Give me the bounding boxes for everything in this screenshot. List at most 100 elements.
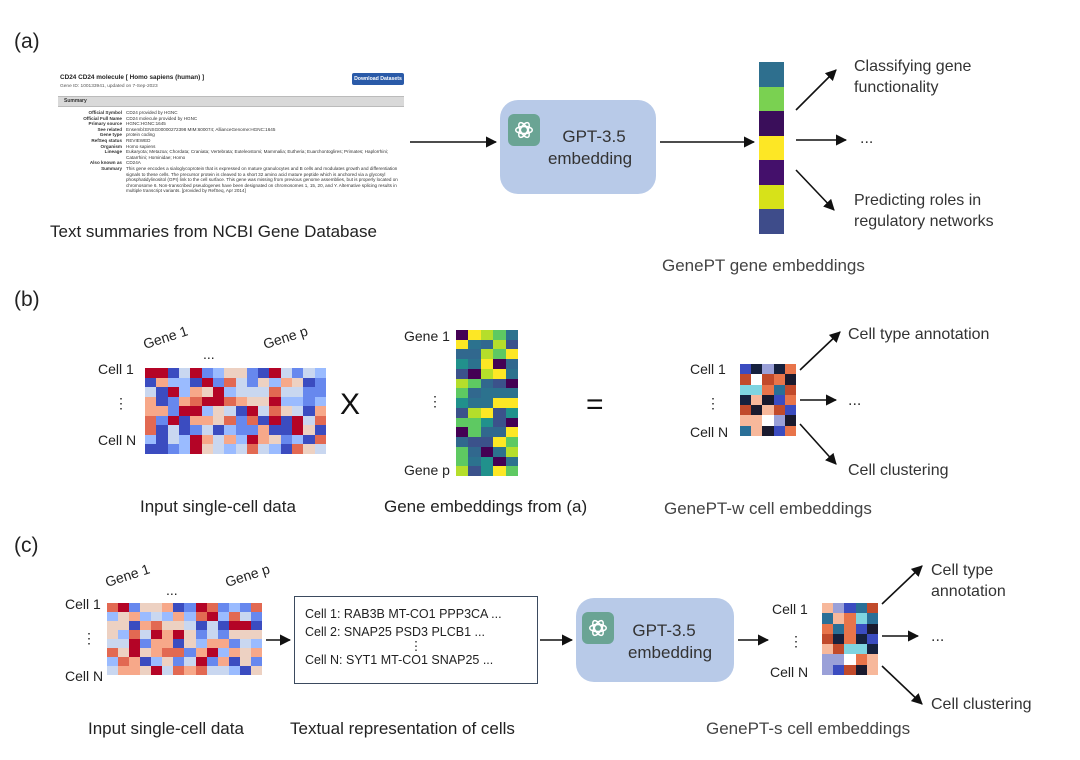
embedding-matrix-cell bbox=[505, 388, 518, 399]
matrix-cell bbox=[280, 415, 293, 426]
matrix-cell bbox=[195, 639, 207, 648]
caption-emb-b: Gene embeddings from (a) bbox=[384, 497, 588, 516]
cell-embedding-cell bbox=[822, 633, 834, 645]
matrix-cell bbox=[258, 425, 270, 435]
matrix-cell bbox=[258, 368, 270, 378]
cell-embedding-cell bbox=[751, 415, 763, 426]
embedding-matrix-cell bbox=[456, 330, 469, 340]
cell-embedding-cell bbox=[773, 364, 785, 375]
matrix-cell bbox=[107, 648, 119, 657]
gpt-label-line1-a: GPT-3.5 bbox=[562, 127, 626, 146]
matrix-cell bbox=[246, 415, 259, 426]
matrix-cell bbox=[156, 396, 168, 407]
matrix-cell bbox=[269, 387, 281, 397]
matrix-cell bbox=[246, 425, 259, 435]
cell-embedding-cell bbox=[773, 425, 785, 436]
arrow-emb-to-classify bbox=[795, 69, 837, 111]
ncbi-summary-bar[interactable]: Summary bbox=[58, 96, 404, 107]
matrix-cell bbox=[292, 434, 304, 445]
embedding-matrix-cell bbox=[505, 378, 518, 389]
cell-embedding-cell bbox=[751, 364, 763, 375]
ncbi-row-key: Organism bbox=[100, 143, 122, 149]
matrix-cell bbox=[314, 444, 326, 454]
matrix-cell bbox=[162, 612, 174, 621]
matrix-cell bbox=[269, 368, 281, 378]
matrix-cell bbox=[235, 425, 247, 435]
embedding-matrix-cell bbox=[493, 407, 506, 418]
gene-embedding-vector bbox=[759, 62, 784, 234]
embedding-matrix-cell bbox=[505, 456, 518, 467]
matrix-cell bbox=[145, 377, 157, 388]
ncbi-row-key: See related bbox=[97, 126, 122, 132]
gpt-label-line2-a: embedding bbox=[547, 149, 633, 168]
embedding-matrix-cell bbox=[468, 456, 481, 467]
output-clustering-c: Cell clustering bbox=[931, 696, 1032, 713]
matrix-cell bbox=[201, 415, 213, 426]
matrix-cell bbox=[167, 377, 179, 388]
cell-embedding-cell bbox=[866, 613, 878, 624]
embedding-matrix-cell bbox=[480, 378, 494, 389]
matrix-cell bbox=[269, 444, 281, 454]
matrix-cell bbox=[156, 434, 168, 445]
matrix-cell bbox=[235, 415, 247, 426]
matrix-cell bbox=[195, 612, 207, 621]
gpt-box-c: GPT-3.5 embedding bbox=[576, 598, 734, 682]
matrix-cell bbox=[201, 425, 213, 435]
cell-embedding-cell bbox=[740, 364, 752, 375]
matrix-cell bbox=[190, 396, 202, 407]
matrix-cell bbox=[280, 368, 293, 378]
matrix-cell bbox=[224, 377, 236, 388]
matrix-cell bbox=[235, 406, 247, 416]
matrix-cell bbox=[269, 406, 281, 416]
matrix-cell bbox=[178, 444, 191, 454]
cell-embedding-matrix-c bbox=[822, 603, 878, 675]
embedding-matrix-cell bbox=[480, 446, 494, 457]
matrix-cell bbox=[224, 444, 236, 454]
cell-1-label-b: Cell 1 bbox=[98, 361, 134, 377]
matrix-cell bbox=[145, 387, 157, 397]
download-datasets-button[interactable]: Download Datasets bbox=[352, 73, 404, 85]
embedding-matrix-cell bbox=[505, 330, 518, 340]
cell-embedding-cell bbox=[740, 394, 752, 406]
matrix-cell bbox=[292, 444, 304, 454]
cell-embedding-cell bbox=[844, 623, 856, 634]
matrix-cell bbox=[140, 648, 152, 657]
matrix-cell bbox=[173, 603, 185, 612]
matrix-cell bbox=[129, 639, 141, 648]
output-celltype-c: Cell type annotation bbox=[931, 562, 1006, 600]
output-dots-a: ... bbox=[860, 130, 874, 147]
output-dots-c: ... bbox=[931, 628, 945, 645]
matrix-cell bbox=[129, 603, 141, 612]
cell-embedding-cell bbox=[866, 644, 878, 655]
cell-embedding-cell bbox=[844, 644, 856, 655]
matrix-cell bbox=[217, 666, 229, 675]
matrix-cell bbox=[292, 368, 304, 378]
matrix-cell bbox=[224, 387, 236, 397]
matrix-cell bbox=[118, 612, 130, 621]
matrix-cell bbox=[156, 415, 168, 426]
matrix-cell bbox=[151, 612, 163, 621]
cell-embedding-cell bbox=[773, 415, 785, 426]
ncbi-row-value: Eukaryota; Metazoa; Chordata; Craniata; … bbox=[126, 149, 389, 160]
matrix-cell bbox=[162, 648, 174, 657]
matrix-cell bbox=[195, 603, 207, 612]
ncbi-summary-header: Summary bbox=[64, 98, 87, 104]
matrix-cell bbox=[129, 648, 141, 657]
embedding-matrix-cell bbox=[456, 349, 469, 360]
matrix-cell bbox=[314, 406, 326, 416]
embedding-cell bbox=[759, 86, 784, 112]
cell-embedding-cell bbox=[784, 364, 796, 375]
matrix-cell bbox=[250, 657, 262, 666]
cell-embedding-cell bbox=[855, 644, 867, 655]
arrow-c-to-clustering bbox=[881, 665, 923, 705]
matrix-cell bbox=[201, 377, 213, 388]
matrix-cell bbox=[235, 368, 247, 378]
ncbi-row-key: Lineage bbox=[104, 149, 122, 155]
matrix-cell bbox=[173, 612, 185, 621]
matrix-cell bbox=[239, 657, 251, 666]
matrix-cell bbox=[151, 603, 163, 612]
matrix-cell bbox=[151, 639, 163, 648]
ncbi-gene-id: Gene ID: 100133941, updated on 7-Sep-202… bbox=[60, 84, 158, 89]
matrix-cell bbox=[140, 621, 152, 630]
